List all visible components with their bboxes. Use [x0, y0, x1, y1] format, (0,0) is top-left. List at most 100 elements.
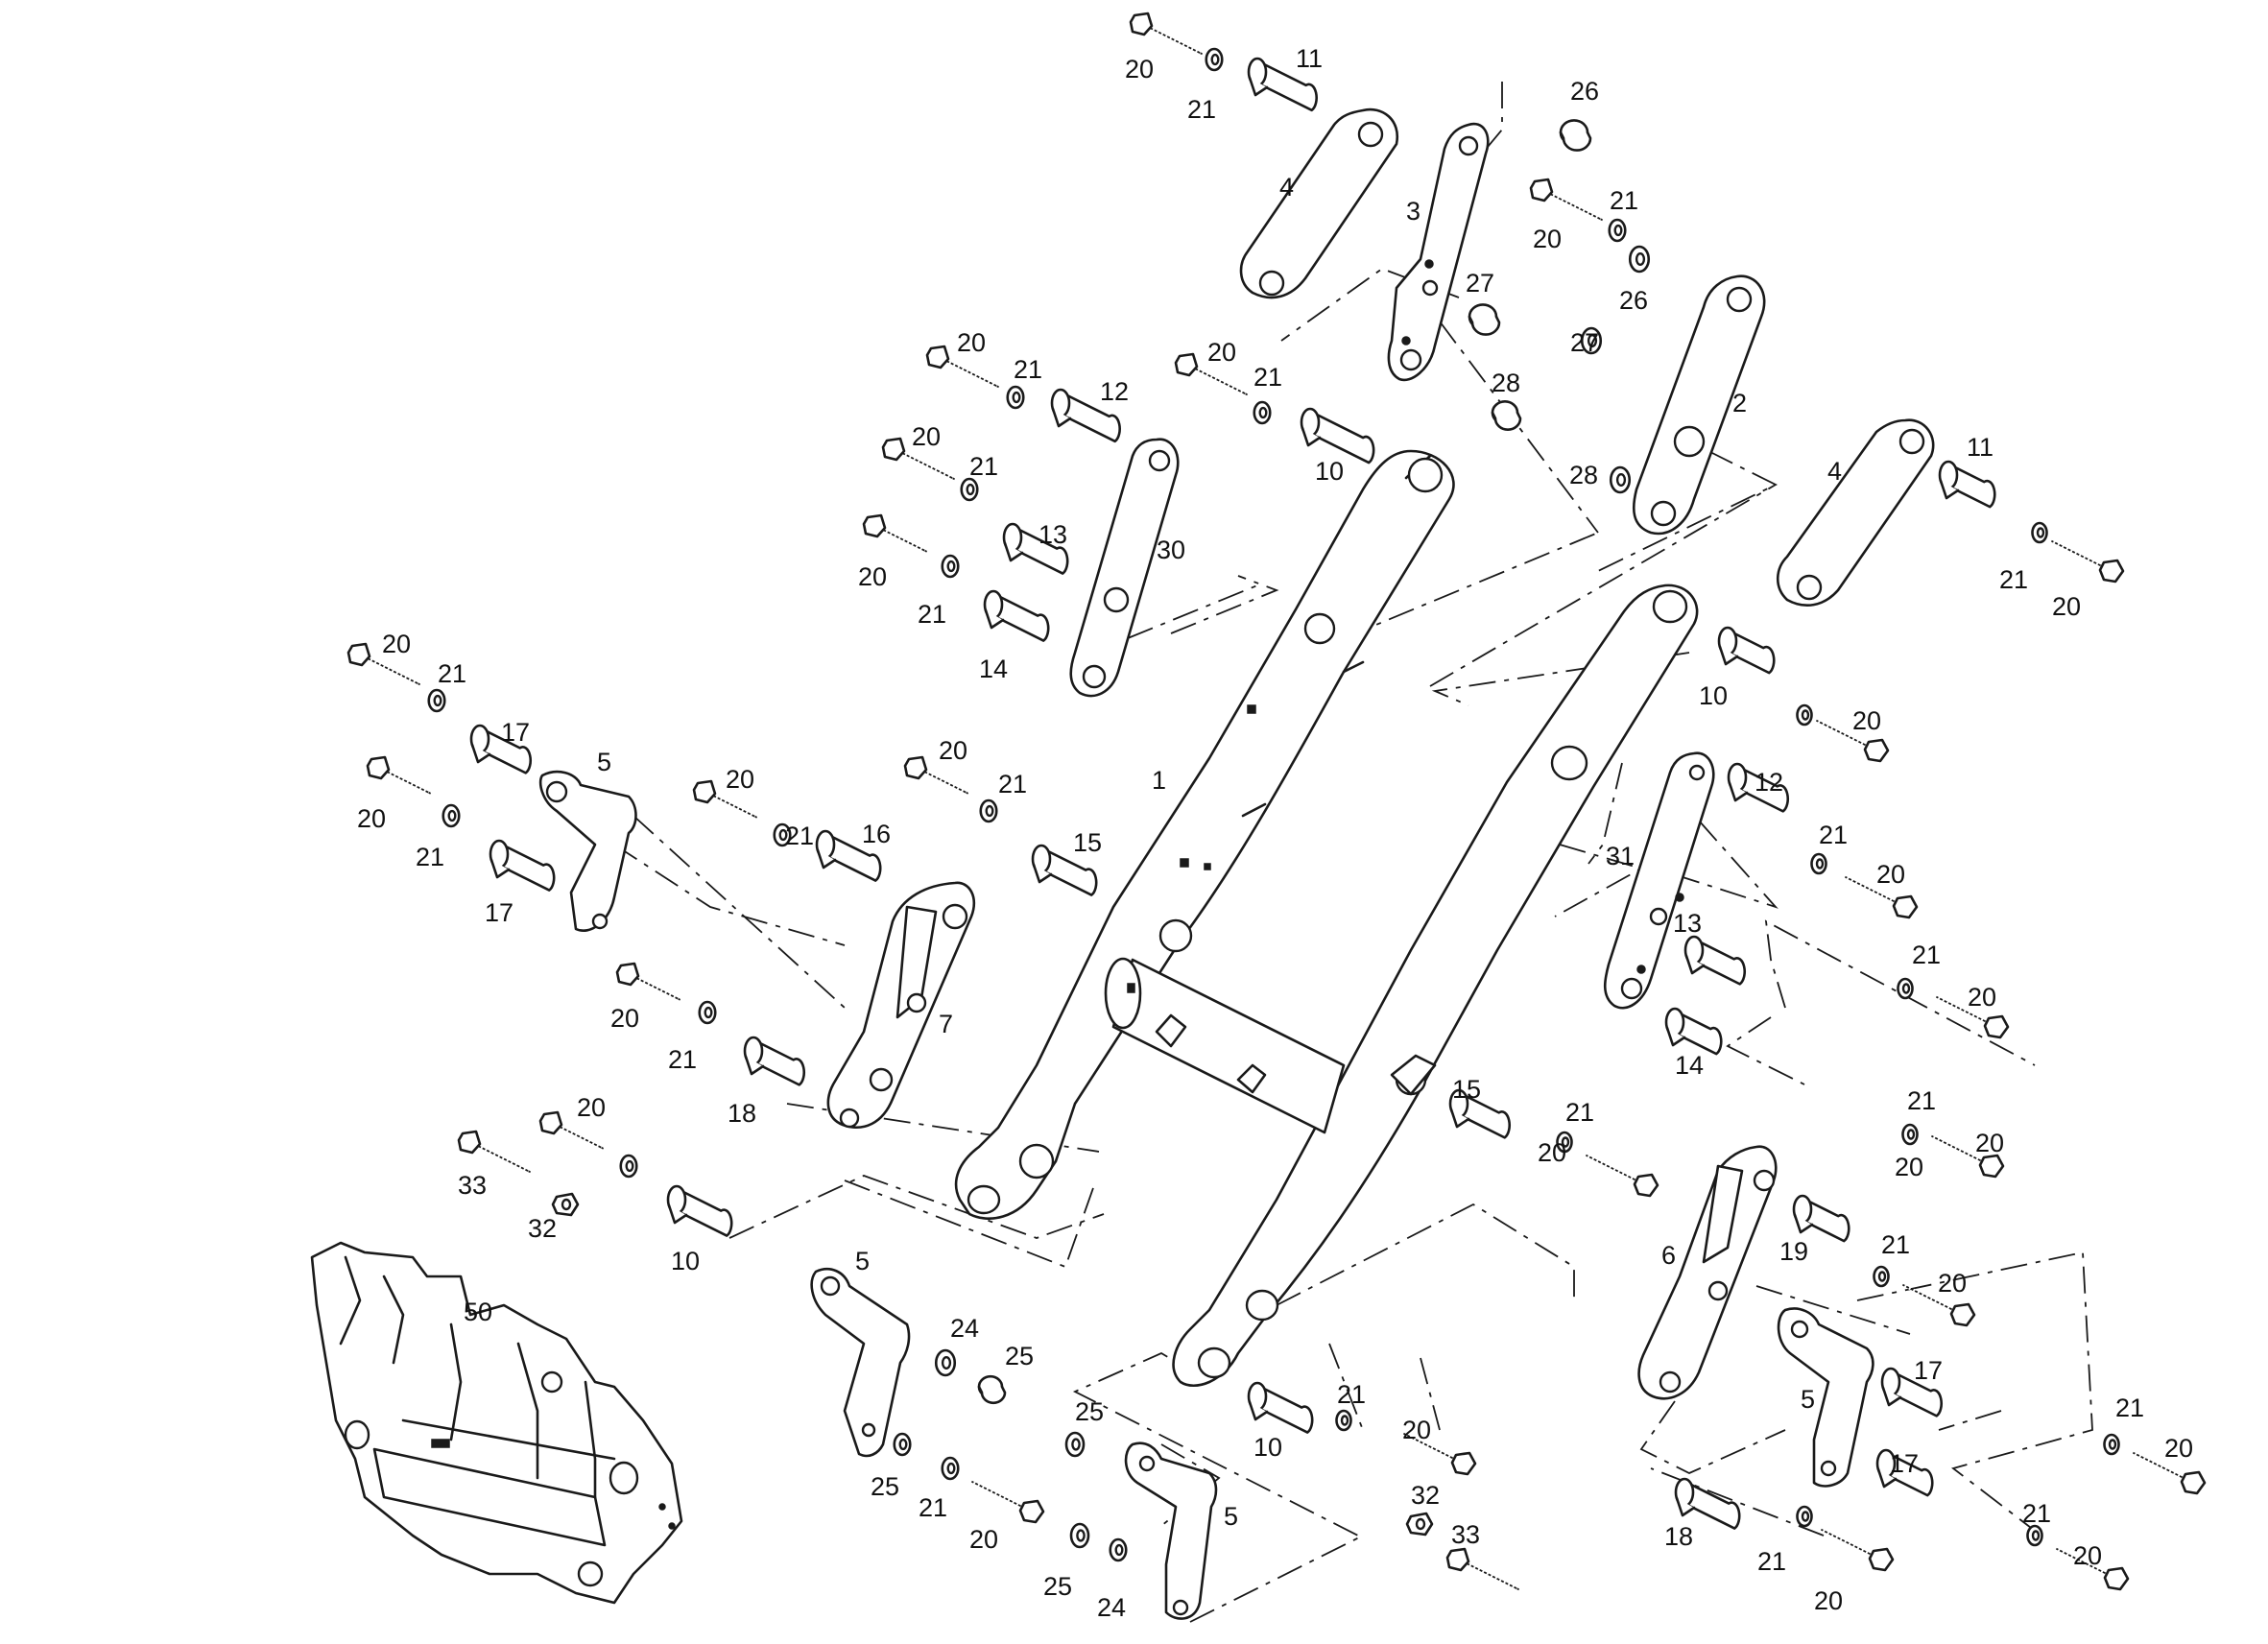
bolt-head	[2098, 559, 2125, 584]
callout-c1: 20	[1125, 55, 1154, 83]
pin-body	[749, 1036, 806, 1086]
pin-body	[1732, 763, 1790, 813]
bolt-thread	[876, 525, 926, 553]
bolt-thread	[940, 356, 998, 388]
link-6	[1637, 1145, 1778, 1400]
callout-c51: 31	[1606, 842, 1635, 870]
bolt-head	[538, 1110, 563, 1135]
callout-c40: 21	[998, 770, 1027, 798]
bolt-thread	[1460, 1559, 1518, 1590]
bolt-thread	[1937, 996, 1993, 1027]
callout-c15: 12	[1100, 377, 1129, 406]
callout-c43: 20	[357, 804, 386, 833]
pin-body	[1056, 389, 1121, 443]
callout-c78: 17	[1914, 1356, 1943, 1385]
bolt-head	[1949, 1302, 1976, 1327]
callout-c67: 20	[1895, 1153, 1923, 1181]
callout-c55: 21	[1912, 941, 1941, 969]
washer-hole	[1901, 983, 1911, 994]
pin-body	[494, 840, 556, 892]
callout-c58: 20	[577, 1093, 606, 1122]
callout-c66: 33	[458, 1171, 487, 1200]
callout-c27: 20	[858, 562, 887, 591]
callout-c35: 20	[1852, 706, 1881, 735]
callout-c52: 20	[1968, 983, 1996, 1012]
pin-flag	[1675, 1496, 1696, 1517]
bolt-head	[1892, 894, 1919, 919]
washer-hole	[1076, 1529, 1086, 1542]
pin-flag	[1876, 1467, 1898, 1489]
bolt-thread	[1932, 1135, 1989, 1166]
callout-c76: 24	[950, 1314, 979, 1343]
callout-c11: 27	[1570, 328, 1599, 357]
pin-flag	[1684, 954, 1706, 975]
callout-c4: 26	[1570, 77, 1599, 106]
callout-c92: 5	[1224, 1502, 1238, 1531]
bolt-shank	[1458, 1559, 1520, 1591]
bolt-head	[346, 642, 371, 667]
pin-body	[821, 830, 882, 882]
callout-c89: 21	[919, 1493, 947, 1522]
bracket-5-bottom-center	[1124, 1441, 1218, 1620]
bolt-head	[1863, 738, 1890, 763]
bolt-shank	[1141, 23, 1204, 56]
washer-hole	[946, 1462, 956, 1475]
callout-c74: 20	[1938, 1269, 1967, 1298]
callout-c2: 11	[1296, 44, 1323, 73]
callout-c71: 19	[1779, 1237, 1808, 1266]
washer-hole	[1615, 472, 1627, 488]
washer-hole	[1906, 1129, 1916, 1140]
pin-body	[475, 725, 533, 774]
callout-c45: 16	[862, 820, 891, 848]
callout-c61: 15	[1452, 1075, 1481, 1104]
callout-c42: 12	[1755, 768, 1783, 797]
callout-c96: 20	[2073, 1541, 2102, 1570]
callout-c65: 20	[1975, 1129, 2004, 1157]
washer-hole	[2031, 1530, 2041, 1541]
washer-hole	[1635, 251, 1646, 267]
washer-hole	[2036, 527, 2045, 538]
callout-c21: 10	[1315, 457, 1344, 486]
spacer-cap-side	[1559, 131, 1592, 152]
callout-labels: 20 11 21 26 4 3 21 20 27 26 27 20 28 21 …	[357, 44, 2193, 1622]
bolt-thread	[361, 654, 419, 685]
callout-c88: 17	[1890, 1449, 1919, 1478]
link-4-right	[1776, 418, 1935, 608]
callout-c44: 21	[785, 822, 814, 850]
pin-flag	[470, 743, 491, 764]
callout-c37: 5	[597, 748, 611, 776]
bolt-head	[1529, 178, 1554, 203]
callout-c77: 25	[1005, 1342, 1034, 1370]
cross-tube	[1104, 957, 1346, 1134]
callout-c98: 24	[1097, 1593, 1126, 1622]
pin-body	[1454, 1089, 1512, 1139]
callout-c68: 32	[528, 1214, 557, 1243]
pin-flag	[1051, 407, 1072, 428]
callout-c60: 14	[1675, 1051, 1704, 1080]
callout-c29: 21	[1999, 565, 2028, 594]
pin-body	[1886, 1368, 1944, 1418]
washer-hole	[1071, 1438, 1081, 1451]
bracket-5-upper-left	[538, 770, 637, 932]
plate-3	[1387, 122, 1490, 382]
washer-hole	[1340, 1415, 1349, 1426]
callout-c84: 21	[2115, 1394, 2144, 1422]
callout-c91: 20	[969, 1525, 998, 1554]
washer-hole	[704, 1006, 713, 1019]
loader-arm-right	[1172, 584, 1699, 1387]
bolt-thread	[1404, 1433, 1461, 1464]
washer-hole	[2108, 1439, 2117, 1450]
pin-flag	[1003, 541, 1024, 562]
bolt-thread	[1587, 1155, 1643, 1185]
callout-c87: 32	[1411, 1481, 1440, 1510]
callout-c97: 25	[1043, 1572, 1072, 1601]
pin-body	[1008, 523, 1069, 575]
hardware-fasteners	[346, 12, 2207, 1591]
callout-c69: 10	[671, 1247, 700, 1275]
callout-c64: 21	[1907, 1086, 1936, 1115]
washer-hole	[1114, 1543, 1124, 1557]
bolt-head	[615, 962, 640, 987]
nut-hole	[1415, 1517, 1426, 1531]
washer-hole	[1587, 333, 1598, 348]
